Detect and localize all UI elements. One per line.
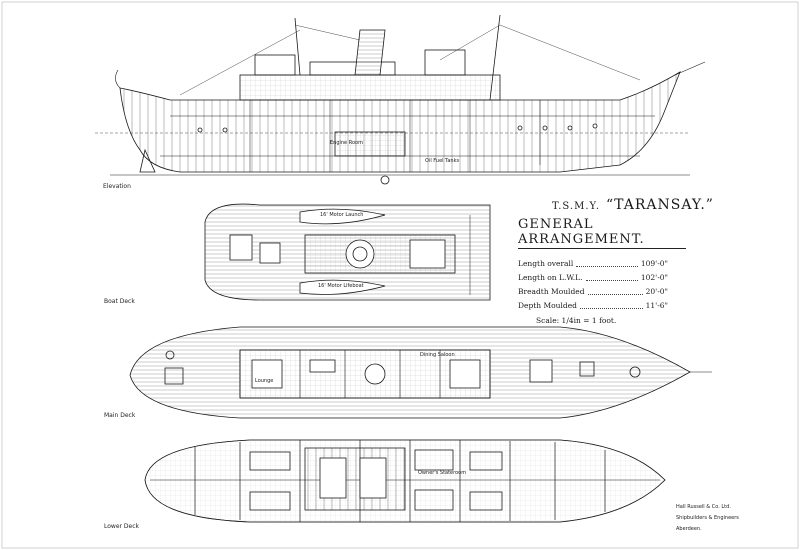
title-block: T.S.M.Y. “TARANSAY.” GENERAL ARRANGEMENT.… <box>518 197 748 325</box>
motor-lifeboat-label: 16' Motor Lifeboat <box>318 283 364 289</box>
deckhouse-elevation <box>239 74 501 101</box>
dining-saloon-label: Dining Saloon <box>420 352 455 358</box>
owners-stateroom-label: Owner's Stateroom <box>418 470 467 476</box>
mainmast <box>294 17 301 76</box>
lower-deck-label: Lower Deck <box>104 523 139 530</box>
engine-room-label: Engine Room <box>330 140 363 146</box>
elevation-label: Elevation <box>103 183 131 190</box>
propeller <box>380 175 390 185</box>
vessel-name: “TARANSAY.” <box>606 197 714 213</box>
lower-deck-plan <box>144 439 666 523</box>
vessel-prefix: T.S.M.Y. <box>552 201 601 212</box>
foremast <box>489 14 501 101</box>
motor-launch-label: 16' Motor Launch <box>320 212 364 218</box>
elevation-view <box>95 14 706 185</box>
lounge-label: Lounge <box>255 378 274 384</box>
boat-deck-plan <box>204 203 491 301</box>
vessel-title: T.S.M.Y. “TARANSAY.” <box>518 197 748 213</box>
builder-trade: Shipbuilders & Engineers <box>676 515 739 521</box>
builder-stamp: Hall Russell & Co. Ltd. Shipbuilders & E… <box>676 502 776 535</box>
motor-lifeboat <box>299 279 386 295</box>
motor-launch <box>299 208 386 225</box>
main-deck-label: Main Deck <box>104 412 136 419</box>
main-deck-plan <box>129 326 712 419</box>
drawing-title: GENERAL ARRANGEMENT. <box>518 217 686 249</box>
portholes <box>197 123 598 133</box>
oil-fuel-tanks-label: Oil Fuel Tanks <box>425 158 460 164</box>
scale-note: Scale: 1/4in = 1 foot. <box>536 316 617 325</box>
dimension-row: Length on L.W.L.102'-0" <box>518 273 668 282</box>
builder-name: Hall Russell & Co. Ltd. <box>676 504 731 510</box>
builder-town: Aberdeen. <box>676 526 702 532</box>
boat-deck-label: Boat Deck <box>104 298 135 305</box>
funnel <box>354 29 386 76</box>
